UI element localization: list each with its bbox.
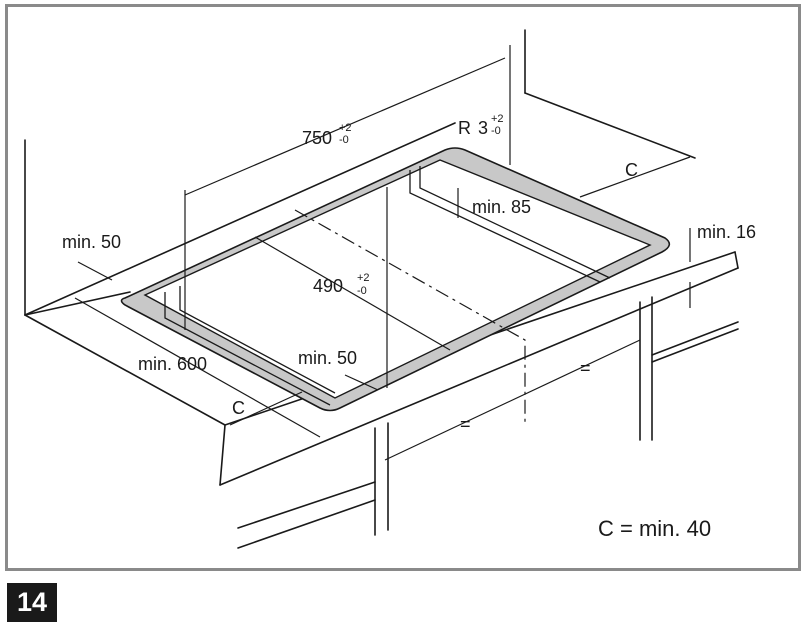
label-worktop-thickness: min. 16	[697, 222, 756, 242]
dim-line-c-front	[229, 391, 303, 426]
figure-number-badge: 14	[7, 583, 57, 622]
label-radius-prefix: R	[458, 118, 471, 138]
label-side-clearance-left: min. 50	[62, 232, 121, 252]
dim-line-min50-front	[344, 374, 379, 391]
worktop-rear-edge	[24, 122, 456, 316]
label-radius-tol-plus: +2	[491, 113, 504, 125]
worktop-left-edge	[24, 314, 226, 426]
label-clearance-c-front: C	[232, 398, 245, 418]
label-cutout-length: 750	[302, 128, 332, 148]
cabinet-shelf-3	[651, 328, 739, 363]
cabinet-shelf-4	[237, 481, 376, 529]
label-radius-tol-minus: -0	[491, 125, 501, 137]
cabinet-shelf-1	[237, 499, 376, 549]
legend-c-value: C = min. 40	[598, 516, 711, 541]
dim-line-c-right	[579, 156, 691, 198]
label-radius: 3	[478, 118, 488, 138]
label-worktop-depth: min. 600	[138, 354, 207, 374]
label-cutout-depth-tol-plus: +2	[357, 272, 370, 284]
worktop-front-face-left	[219, 424, 226, 486]
cabinet-shelf-2	[651, 321, 739, 356]
label-cutout-length-tol-plus: +2	[339, 122, 352, 134]
centre-line	[294, 209, 526, 425]
label-cutout-depth-tol-minus: -0	[357, 285, 367, 297]
label-front-clearance: min. 50	[298, 348, 357, 368]
label-clearance-c-right: C	[625, 160, 638, 180]
wall-floor-line	[24, 291, 131, 316]
label-equal-left: =	[460, 414, 471, 434]
rear-wall-base	[524, 92, 696, 159]
dim-line-750	[184, 57, 506, 196]
label-cutout-length-tol-minus: -0	[339, 134, 349, 146]
label-cutout-depth: 490	[313, 276, 343, 296]
label-equal-right: =	[580, 358, 591, 378]
dim-line-490	[254, 236, 451, 351]
dim-line-min50-left	[77, 261, 113, 281]
label-rear-clearance: min. 85	[472, 197, 531, 217]
dim-line-min600	[74, 297, 321, 438]
dim-line-equal	[384, 339, 641, 461]
cutout-rim	[120, 147, 671, 412]
worktop-front-face-right	[734, 251, 739, 269]
